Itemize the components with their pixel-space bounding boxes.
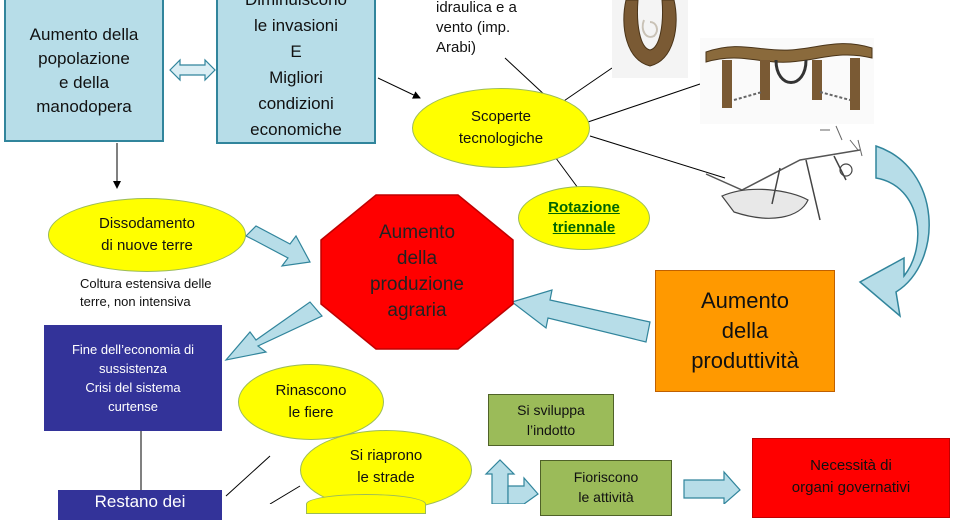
invasions-line-1: Diminuiscono — [245, 0, 347, 13]
line-strade — [269, 485, 301, 504]
indotto-box: Si sviluppa l’indotto — [488, 394, 614, 446]
dissodamento-line-2: di nuove terre — [101, 237, 193, 254]
invasions-box: Diminuiscono le invasioni E Migliori con… — [216, 0, 376, 144]
hidden-ellipse-edge — [306, 494, 426, 514]
attivita-line-2: le attività — [578, 489, 634, 505]
octagon-line-4: agraria — [387, 300, 447, 321]
population-line-1: Aumento della — [29, 25, 139, 44]
fiere-ellipse: Rinascono le fiere — [238, 364, 384, 440]
subsistence-line-3: Crisi del sistema — [85, 380, 181, 395]
invasions-line-5: condizioni — [258, 94, 334, 113]
line-fiere — [225, 455, 271, 497]
invasions-line-6: economiche — [250, 120, 342, 139]
mills-note-line-3: Arabi) — [436, 39, 477, 56]
invasions-line-2: le invasioni — [253, 16, 339, 35]
yoke-image — [700, 38, 874, 124]
organi-line-1: Necessità di — [810, 457, 892, 474]
productivity-line-2: della — [721, 318, 769, 343]
attivita-box: Fioriscono le attività — [540, 460, 672, 516]
horseshoe-image — [612, 0, 688, 78]
arrow-productivity-octagon — [510, 289, 651, 343]
invasions-line-3: E — [290, 42, 302, 61]
fiere-line-1: Rinascono — [275, 382, 347, 399]
mills-note-line-2: vento (imp. — [436, 19, 511, 36]
connector-layer — [59, 0, 930, 504]
scoperte-ellipse: Scoperte tecnologiche — [412, 88, 590, 168]
arrow-attivita-organi — [683, 470, 741, 504]
double-arrow-population-invasions — [169, 58, 216, 82]
coltura-note: Coltura estensiva delle terre, non inten… — [80, 275, 260, 311]
subsistence-line-1: Fine dell’economia di — [71, 342, 195, 357]
line-horseshoe-scoperte — [557, 67, 613, 106]
invasions-line-4: Migliori — [269, 68, 323, 87]
rotazione-link-line-1[interactable]: Rotazione — [548, 199, 620, 216]
plough-image — [705, 125, 863, 221]
subsistence-line-2: sussistenza — [99, 361, 167, 376]
arrow-right-attivita — [507, 476, 539, 504]
productivity-line-1: Aumento — [700, 288, 790, 313]
arrow-octagon-subsistence — [224, 301, 323, 361]
fiere-line-2: le fiere — [288, 404, 334, 421]
dissodamento-line-1: Dissodamento — [99, 215, 195, 232]
rotazione-link-line-2[interactable]: triennale — [552, 219, 616, 236]
restano-box: Restano dei — [58, 490, 222, 520]
coltura-line-2: terre, non intensiva — [80, 294, 191, 309]
population-line-2: popolazione — [38, 49, 130, 68]
octagon-shape — [320, 194, 514, 350]
productivity-line-3: produttività — [691, 348, 799, 373]
production-octagon: Aumento della produzione agraria — [320, 194, 514, 350]
attivita-line-1: Fioriscono — [573, 469, 639, 485]
population-line-4: manodopera — [36, 97, 132, 116]
arrow-invasions-scoperte — [377, 77, 421, 99]
productivity-box: Aumento della produttività — [655, 270, 835, 392]
mills-note-line-1: idraulica e a — [436, 0, 517, 16]
strade-line-2: le strade — [357, 469, 415, 486]
restano-line: Restano dei — [94, 492, 186, 511]
scoperte-line-1: Scoperte — [470, 108, 532, 125]
subsistence-line-4: curtense — [108, 399, 158, 414]
octagon-line-3: produzione — [369, 274, 465, 295]
scoperte-line-2: tecnologiche — [458, 130, 544, 147]
subsistence-box: Fine dell’economia di sussistenza Crisi … — [44, 325, 222, 431]
mills-note: idraulica e a vento (imp. Arabi) — [436, 0, 556, 58]
curved-arrow-plough-productivity — [858, 144, 930, 318]
rotazione-ellipse[interactable]: Rotazione triennale — [518, 186, 650, 250]
strade-line-1: Si riaprono — [349, 447, 423, 464]
line-plough-scoperte — [589, 135, 726, 179]
octagon-line-1: Aumento — [378, 222, 456, 243]
dissodamento-ellipse: Dissodamento di nuove terre — [48, 198, 246, 272]
line-yoke-scoperte — [587, 83, 701, 123]
coltura-line-1: Coltura estensiva delle — [80, 276, 212, 291]
population-box: Aumento della popolazione e della manodo… — [4, 0, 164, 142]
organi-line-2: organi governativi — [791, 479, 911, 496]
indotto-line-1: Si sviluppa — [517, 402, 585, 418]
organi-box: Necessità di organi governativi — [752, 438, 950, 518]
indotto-line-2: l’indotto — [526, 422, 576, 438]
arrow-dissodamento-octagon — [244, 225, 311, 267]
octagon-line-2: della — [396, 248, 438, 269]
population-line-3: e della — [58, 73, 110, 92]
